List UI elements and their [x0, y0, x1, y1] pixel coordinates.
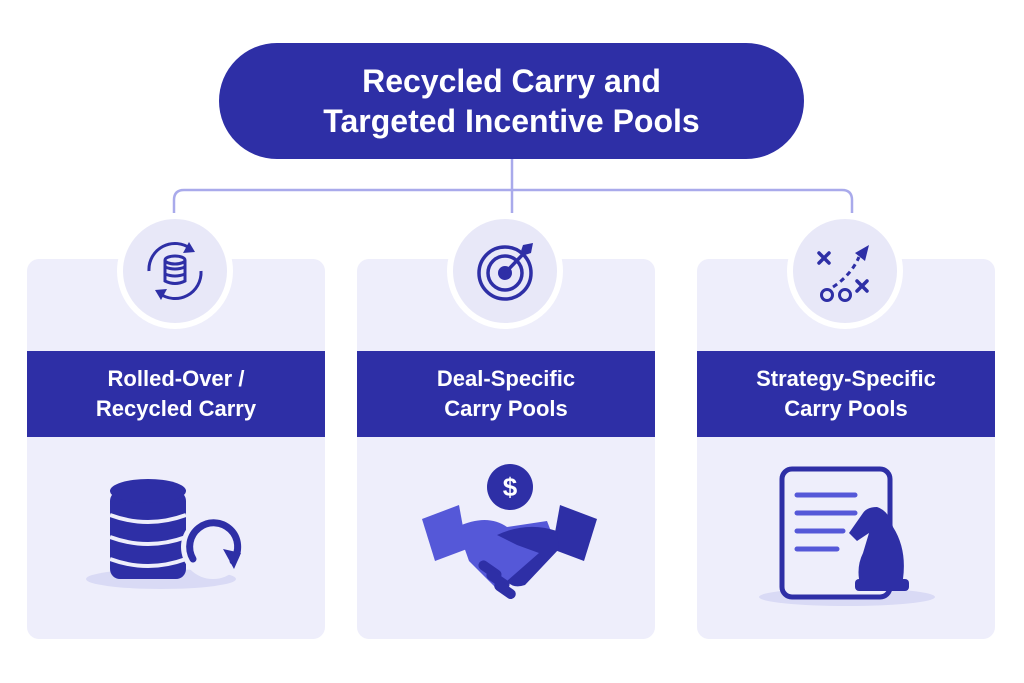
diagram-title: Recycled Carry and Targeted Incentive Po…	[219, 43, 804, 159]
card-title-line-2: Carry Pools	[784, 396, 908, 421]
target-arrow-icon	[447, 213, 563, 329]
cycle-coins-icon	[117, 213, 233, 329]
card-title-line-1: Deal-Specific	[436, 366, 576, 391]
card-title-line-2: Recycled Carry	[95, 396, 257, 421]
card-header: Rolled-Over / Recycled Carry	[27, 351, 325, 437]
card-header: Strategy-Specific Carry Pools	[697, 351, 995, 437]
svg-text:$: $	[503, 472, 518, 502]
play-diagram-icon	[787, 213, 903, 329]
card-title-line-2: Carry Pools	[444, 396, 568, 421]
card-header: Deal-Specific Carry Pools	[357, 351, 655, 437]
database-refresh-icon	[86, 479, 245, 589]
title-line-2: Targeted Incentive Pools	[323, 103, 700, 139]
title-line-1: Recycled Carry and	[362, 63, 661, 99]
card-title-line-1: Rolled-Over /	[107, 366, 245, 391]
document-chess-knight-icon	[759, 466, 935, 606]
card-title-line-1: Strategy-Specific	[756, 366, 936, 391]
handshake-dollar-icon: $	[422, 464, 597, 600]
